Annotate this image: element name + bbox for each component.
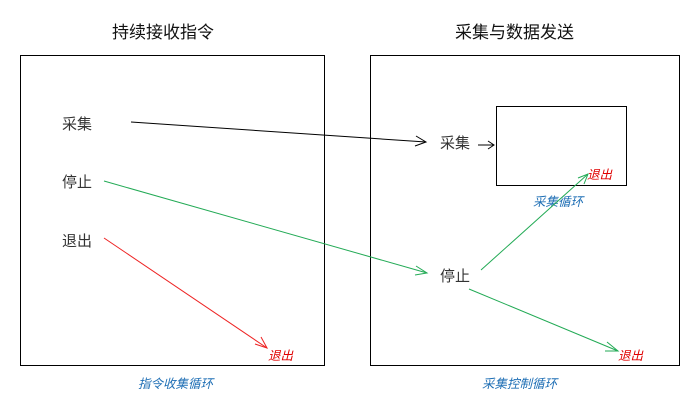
collect-arrow (130, 121, 427, 143)
collect-arrowhead (414, 135, 428, 147)
left-exit-label: 退出 (62, 232, 93, 250)
collect-loop-entry-arrowhead (487, 140, 495, 150)
stop-to-exit-arrowhead (605, 341, 620, 352)
inner-exit-label: 退出 (587, 167, 613, 182)
stop-arrow (103, 180, 428, 274)
stop-arrowhead (414, 265, 429, 276)
exit-arrow (103, 237, 268, 349)
right-collect-label: 采集 (440, 134, 471, 152)
left-collect-label: 采集 (62, 115, 93, 133)
exit-arrowhead (254, 336, 269, 349)
stop-exit-label: 退出 (618, 348, 644, 363)
right-stop-label: 停止 (440, 267, 471, 285)
left-stop-label: 停止 (62, 173, 93, 191)
stop-to-inner-exit-arrowhead (577, 173, 589, 185)
command-loop-box (20, 55, 325, 366)
right-title: 采集与数据发送 (455, 23, 574, 43)
stop-to-exit-arrow (468, 288, 619, 352)
control-loop-caption: 采集控制循环 (482, 376, 558, 391)
command-loop-caption: 指令收集循环 (138, 376, 214, 391)
left-title: 持续接收指令 (112, 23, 214, 43)
control-loop-box (370, 55, 680, 366)
left-exit-target-label: 退出 (268, 348, 294, 363)
collect-loop-box (496, 106, 627, 186)
stop-to-inner-exit-arrow (480, 173, 589, 271)
